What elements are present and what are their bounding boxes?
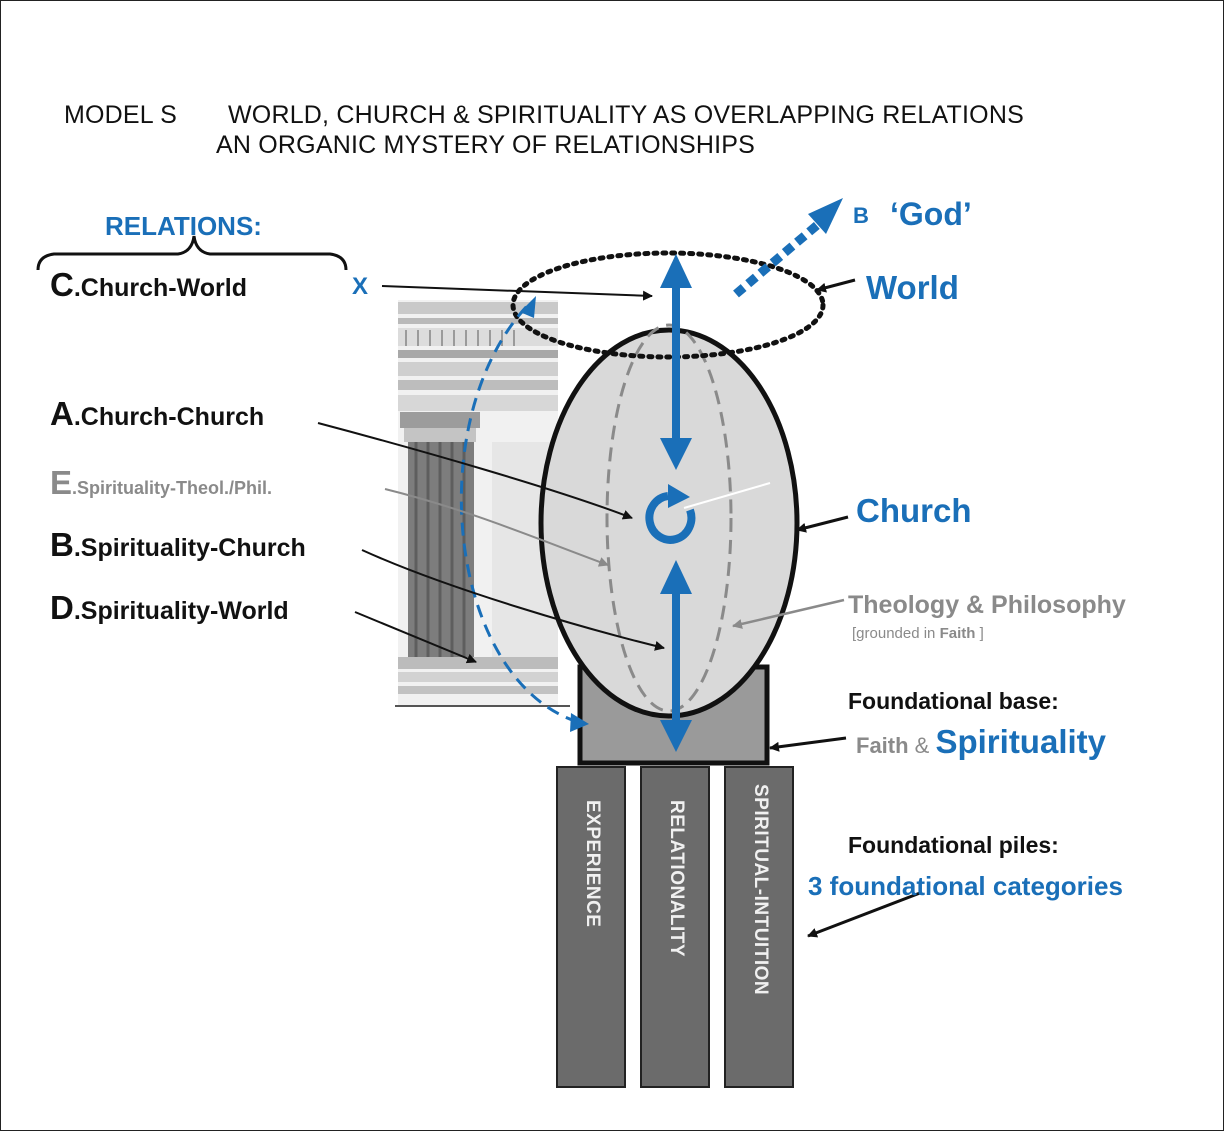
marker-x: X xyxy=(352,273,369,300)
relation-a-letter: A xyxy=(50,395,74,432)
title-line-1: WORLD, CHURCH & SPIRITUALITY AS OVERLAPP… xyxy=(228,101,1024,129)
relation-a: A.Church-Church xyxy=(50,397,264,430)
relation-d-text: .Spirituality-World xyxy=(73,597,289,625)
relation-c-letter: C xyxy=(50,266,74,303)
x-leader-arrow xyxy=(381,285,653,301)
relation-e-text: .Spirituality-Theol./Phil. xyxy=(72,478,273,498)
marker-god: ‘God’ xyxy=(890,196,972,232)
piles-heading: Foundational piles: xyxy=(848,832,1059,858)
pile-experience xyxy=(556,766,626,1088)
relation-a-text: .Church-Church xyxy=(73,403,265,431)
temple-background-image xyxy=(395,300,570,707)
relation-d: D.Spirituality-World xyxy=(50,591,289,624)
base-spirituality: Spirituality xyxy=(935,723,1106,760)
piles-leader-arrow xyxy=(807,891,921,938)
pile-label-spiritual-intuition: SPIRITUAL-INTUITION xyxy=(750,784,771,996)
spirituality-world-leader xyxy=(354,611,477,664)
relation-e: E.Spirituality-Theol./Phil. xyxy=(50,466,272,499)
grounded-faith: Faith xyxy=(939,625,976,642)
relation-e-letter: E xyxy=(50,464,73,501)
grounded-prefix: [grounded in xyxy=(852,625,940,642)
relation-c-text: .Church-World xyxy=(73,274,247,302)
relation-b-text: .Spirituality-Church xyxy=(73,534,306,562)
relations-brace xyxy=(36,235,348,271)
base-sub: Faith & Spirituality xyxy=(856,725,1106,758)
title-line-2: AN ORGANIC MYSTERY OF RELATIONSHIPS xyxy=(216,131,756,159)
church-leader-arrow xyxy=(796,515,849,533)
theology-label: Theology & Philosophy xyxy=(848,591,1126,619)
theology-philosophy-ellipse xyxy=(605,323,733,713)
pile-spiritual-intuition xyxy=(724,766,794,1088)
world-leader-arrow xyxy=(816,278,856,293)
grounded-suffix: ] xyxy=(975,625,984,642)
theology-leader-arrow xyxy=(732,598,845,629)
pile-label-relationality: RELATIONALITY xyxy=(666,800,687,958)
grounded-label: [grounded in Faith ] xyxy=(852,626,984,641)
spirituality-church-leader xyxy=(361,549,665,651)
pile-relationality xyxy=(640,766,710,1088)
world-ellipse xyxy=(510,250,826,360)
base-amp: & xyxy=(908,733,936,758)
marker-b: B xyxy=(853,203,869,228)
church-church-leader xyxy=(317,422,633,520)
spirituality-theology-leader xyxy=(384,488,609,567)
church-label: Church xyxy=(856,492,972,529)
relation-b: B.Spirituality-Church xyxy=(50,528,306,561)
title-model: MODEL S xyxy=(64,101,177,129)
relation-d-letter: D xyxy=(50,589,74,626)
base-leader-arrow xyxy=(769,736,847,752)
church-church-cycle-icon xyxy=(645,484,696,544)
pile-label-experience: EXPERIENCE xyxy=(582,800,603,928)
god-arrow xyxy=(733,217,825,298)
base-faith: Faith xyxy=(856,733,909,758)
base-heading: Foundational base: xyxy=(848,688,1059,714)
world-label: World xyxy=(866,269,959,306)
spirituality-world-arc xyxy=(459,303,579,724)
church-ellipse xyxy=(538,327,800,719)
foundational-piles xyxy=(556,766,794,1088)
relations-heading: RELATIONS: xyxy=(105,211,262,241)
church-world-double-arrow xyxy=(660,254,692,470)
piles-sub: 3 foundational categories xyxy=(808,871,1123,901)
spirituality-church-double-arrow xyxy=(660,560,692,752)
relation-b-letter: B xyxy=(50,526,74,563)
relation-c: C.Church-World xyxy=(50,268,247,301)
